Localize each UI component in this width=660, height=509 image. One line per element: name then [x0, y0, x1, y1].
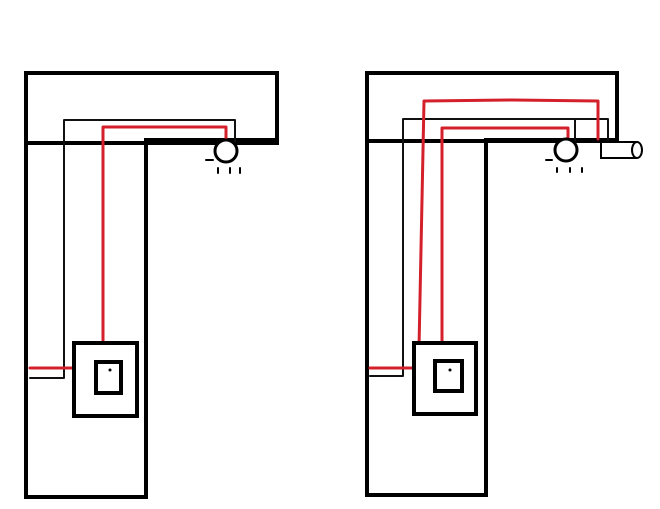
left-switch-dot	[108, 368, 112, 372]
left-light-bulb-icon	[205, 138, 241, 174]
left-live-wire-switched	[101, 125, 228, 347]
left-wall-outline	[24, 71, 279, 499]
right-switch	[433, 359, 464, 393]
right-live-wire-light	[440, 126, 570, 350]
left-switch	[94, 360, 123, 395]
right-extractor-fan-icon	[600, 141, 643, 159]
left-neutral-wire	[29, 119, 236, 379]
right-wall-outline	[365, 71, 619, 497]
left-panel	[24, 71, 279, 499]
right-live-wire-fan	[417, 98, 600, 350]
right-switch-dot	[448, 368, 452, 372]
right-panel	[365, 71, 643, 497]
right-neutral-wire	[369, 118, 576, 377]
right-neutral-wire-fan	[574, 118, 609, 142]
right-light-bulb-icon	[545, 137, 583, 173]
